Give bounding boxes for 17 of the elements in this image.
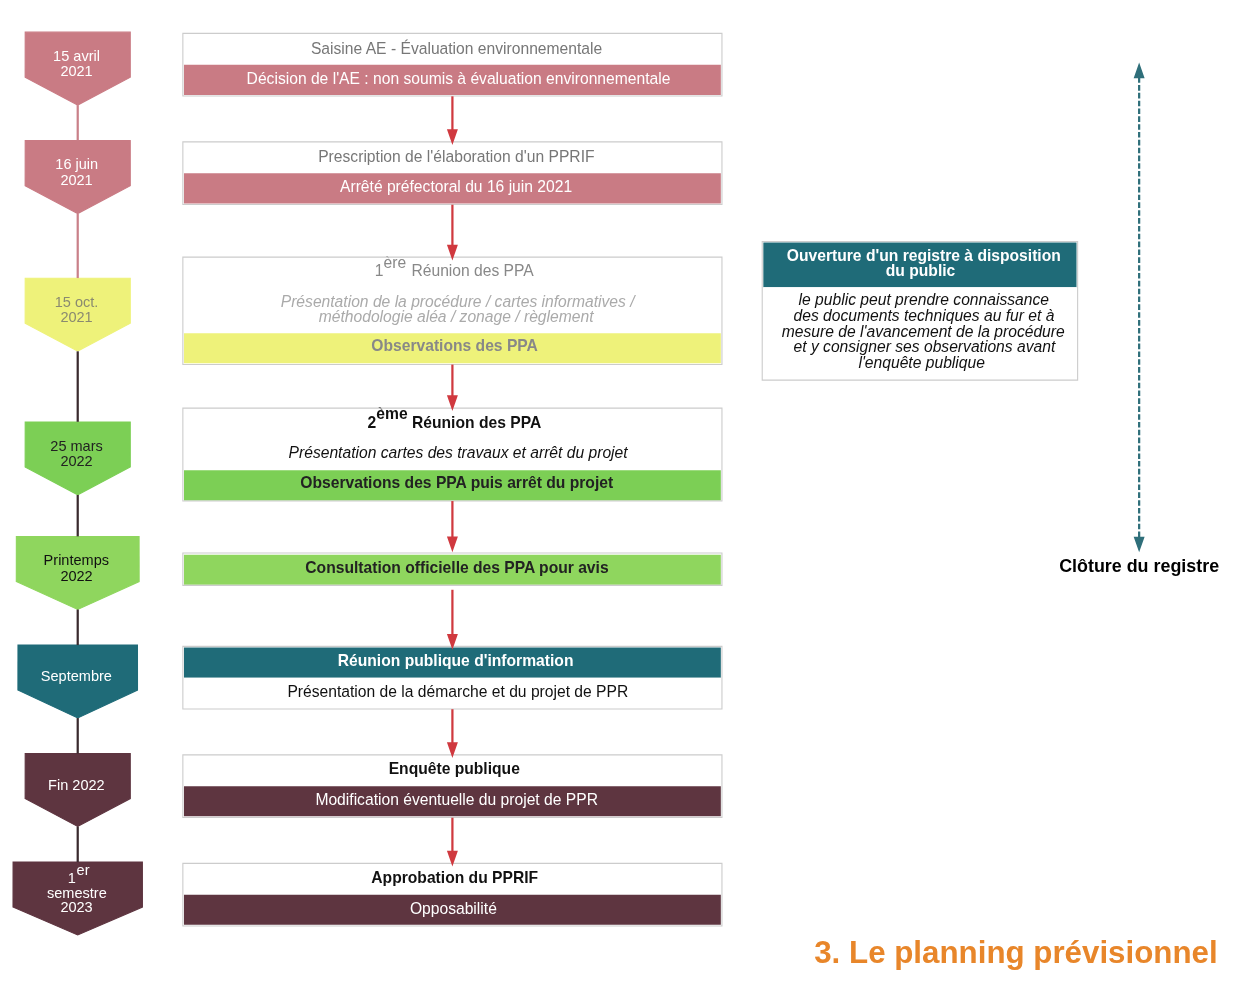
arrow — [446, 204, 458, 261]
connector — [76, 213, 79, 279]
connector — [76, 351, 79, 422]
connector — [76, 105, 79, 141]
arrow — [446, 364, 458, 412]
connector — [76, 609, 79, 646]
connector — [76, 494, 79, 537]
arrow — [446, 501, 458, 553]
arrow — [446, 589, 458, 650]
diagram-title: 3. Le planning prévisionnel — [814, 935, 1218, 971]
arrow — [446, 96, 458, 146]
arrow — [1133, 62, 1145, 553]
connector — [76, 826, 79, 863]
arrow — [446, 709, 458, 758]
connector — [76, 718, 79, 754]
arrow — [446, 817, 458, 867]
node-text: Clôture du registre — [1059, 556, 1220, 577]
